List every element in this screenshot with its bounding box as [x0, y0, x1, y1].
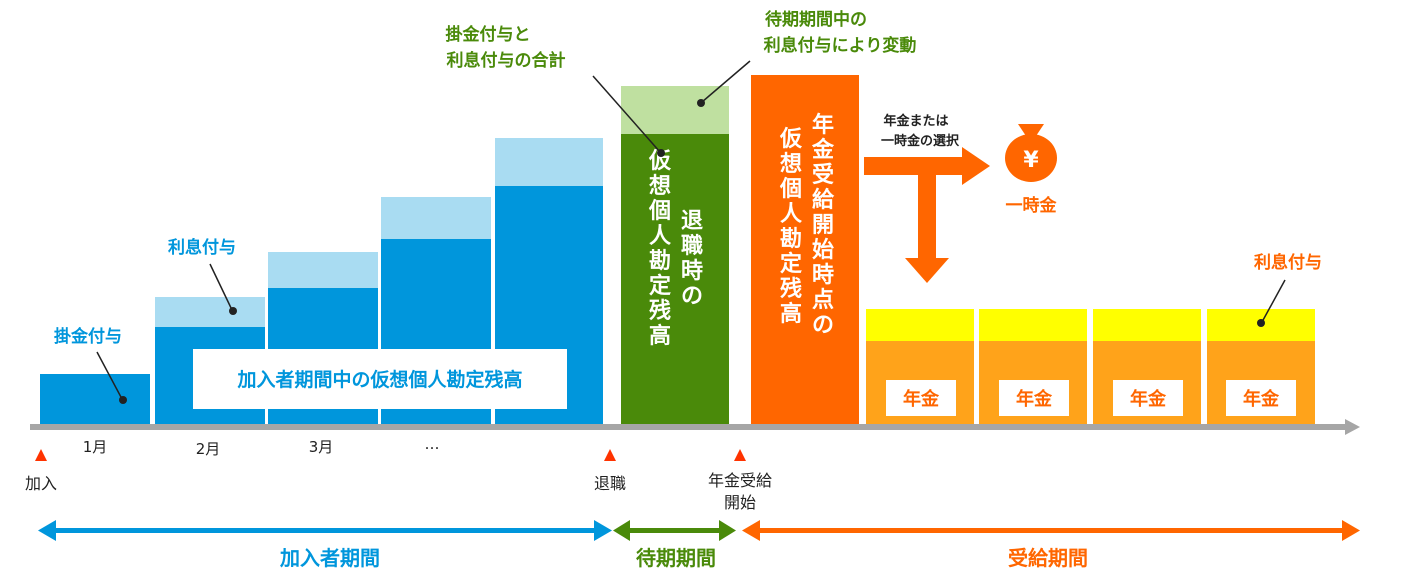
- pension-start-balance-col2: 仮想個人勘定残高: [779, 127, 803, 327]
- yen-symbol: ¥: [1023, 148, 1039, 173]
- bar-month5-interest: [495, 138, 603, 186]
- total-label-line1: 掛金付与と: [446, 24, 531, 45]
- waiting-change-line2: 利息付与により変動: [764, 35, 917, 56]
- bar-month1-contribution: [40, 374, 150, 424]
- waiting-period-label: 待期期間: [636, 546, 716, 570]
- money-bag-icon: [1005, 124, 1057, 182]
- retire-label: 退職: [594, 474, 626, 493]
- pension-start-balance-col1: 年金受給開始時点の: [811, 112, 835, 338]
- choice-label-line1: 年金または: [883, 113, 948, 129]
- pension-label-4: 年金: [1243, 388, 1280, 410]
- month-label-2: 2月: [196, 440, 221, 458]
- pension-blocks: [866, 309, 1315, 424]
- join-marker: [35, 449, 47, 461]
- member-balance-box: [193, 349, 567, 409]
- choice-label-line2: 一時金の選択: [881, 133, 960, 149]
- month-label-1: 1月: [83, 438, 108, 456]
- total-leader-dot: [657, 149, 665, 157]
- contribution-label: 掛金付与: [54, 326, 122, 347]
- time-axis: [30, 419, 1360, 435]
- waiting-change-line1: 待期期間中の: [765, 9, 867, 30]
- bar-month4-interest: [381, 197, 491, 239]
- retirement-balance-col2: 仮想個人勘定残高: [648, 149, 672, 349]
- bar-month3-interest: [268, 252, 378, 288]
- member-period-label: 加入者期間: [279, 546, 380, 570]
- payout-period-label: 受給期間: [1008, 546, 1088, 570]
- waiting-change-leader-dot: [697, 99, 705, 107]
- pension-label-3: 年金: [1130, 388, 1167, 410]
- contribution-leader-dot: [119, 396, 127, 404]
- pension-start-bar: [751, 75, 859, 424]
- pension-start-marker: [734, 449, 746, 461]
- interest-left-label: 利息付与: [168, 237, 236, 258]
- interest-right-label: 利息付与: [1254, 252, 1322, 273]
- waiting-period-arrow: [613, 520, 736, 541]
- interest-left-leader-dot: [229, 307, 237, 315]
- pension-label-1: 年金: [903, 388, 940, 410]
- pension-label-2: 年金: [1016, 388, 1053, 410]
- member-period-arrow: [38, 520, 612, 541]
- total-label-line2: 利息付与の合計: [447, 50, 566, 71]
- payout-period-arrow: [742, 520, 1360, 541]
- month-label-4: …: [425, 435, 440, 453]
- interest-left-leader: [209, 263, 233, 311]
- pension-start-label-line2: 開始: [724, 493, 756, 512]
- month-label-3: 3月: [309, 438, 334, 456]
- retirement-bar: [621, 134, 729, 424]
- join-label: 加入: [25, 474, 57, 493]
- total-leader: [592, 75, 661, 153]
- interest-right-leader-dot: [1257, 319, 1265, 327]
- lump-sum-label: 一時金: [1006, 195, 1058, 216]
- member-balance-label: 加入者期間中の仮想個人勘定残高: [236, 368, 522, 391]
- retire-marker: [604, 449, 616, 461]
- contribution-leader: [96, 351, 123, 400]
- choice-arrows: [864, 147, 990, 283]
- bar-month2-interest: [155, 297, 265, 327]
- retirement-balance-col1: 退職時の: [681, 209, 703, 309]
- pension-start-label-line1: 年金受給: [708, 471, 772, 490]
- waiting-change-leader: [701, 60, 751, 103]
- interest-right-leader: [1261, 279, 1286, 323]
